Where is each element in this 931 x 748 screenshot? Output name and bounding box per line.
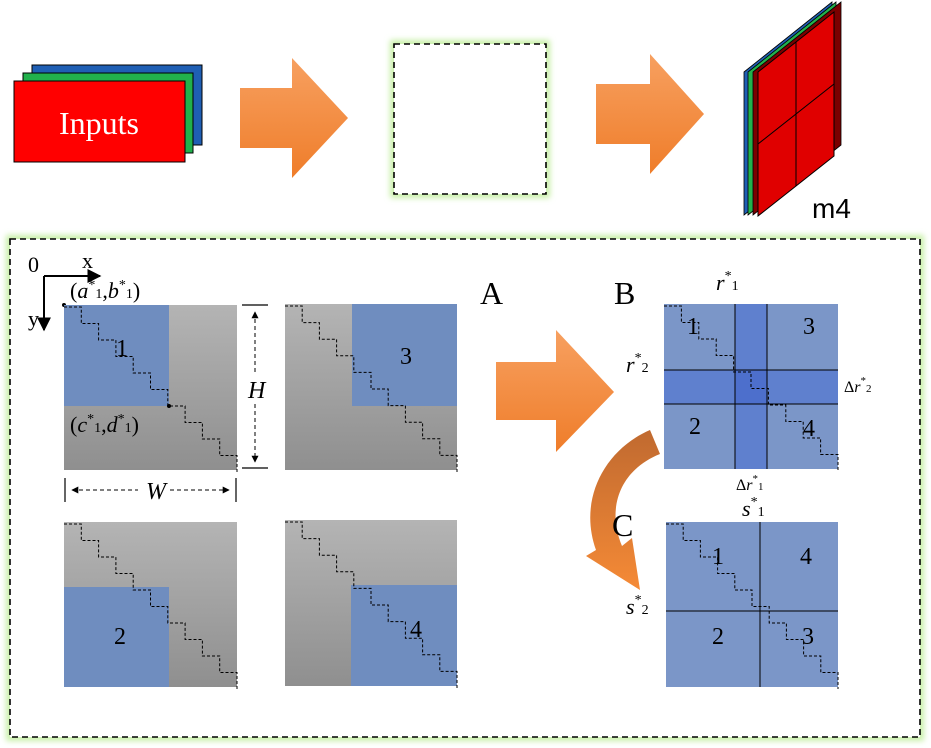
point-2-marker	[167, 404, 171, 408]
r2-label: r*2	[626, 351, 649, 377]
input-card-red	[13, 80, 186, 163]
stair-diagonal	[285, 305, 458, 472]
output-cube: m4	[743, 1, 851, 224]
tile-1-number: 1	[116, 336, 128, 362]
merge-c-q2: 2	[712, 624, 724, 650]
tile-1: 1	[64, 305, 238, 472]
coordinate-axes: 0 x y	[28, 248, 102, 332]
arrow-right-3	[496, 330, 614, 452]
stair-diagonal	[285, 521, 458, 688]
step-b-label: B	[614, 275, 635, 311]
stair-diagonal	[666, 523, 839, 689]
merge-b-tile: 1 3 2 4	[664, 304, 839, 471]
point-1-label: (a*1,b*1)	[70, 278, 140, 303]
tile-3: 3	[285, 304, 458, 472]
stair-diagonal	[64, 306, 238, 472]
step-a-label: A	[480, 275, 503, 311]
stair-diagonal	[664, 305, 839, 471]
merge-b-q3: 3	[803, 314, 815, 340]
width-label: W	[146, 479, 168, 505]
r1-label: r*1	[716, 269, 739, 295]
point-2-label: (c*1,d*1)	[70, 412, 139, 437]
merge-b-q1: 1	[687, 314, 699, 340]
stair-diagonal	[64, 523, 238, 689]
merge-c-tile: 1 4 2 3	[666, 522, 839, 689]
curved-arrow-b-to-c	[586, 430, 660, 590]
empty-module-box	[390, 40, 550, 198]
s1-label: s*1	[742, 495, 765, 521]
input-stack: Inputs	[13, 64, 203, 163]
y-axis-label: y	[28, 306, 39, 331]
delta-r2-label: Δr*2	[844, 375, 872, 396]
tile-2: 2	[64, 522, 238, 689]
merge-b-q4: 4	[803, 416, 815, 442]
origin-label: 0	[28, 252, 39, 277]
inputs-label: Inputs	[59, 105, 139, 141]
height-dimension: H	[242, 304, 268, 469]
merge-c-q4: 4	[800, 544, 812, 570]
tile-3-number: 3	[400, 344, 412, 370]
tile-4: 4	[285, 520, 458, 688]
output-label: m4	[812, 193, 851, 224]
arrow-right-2	[596, 54, 704, 174]
width-dimension: W	[64, 478, 237, 505]
merge-b-q2: 2	[689, 414, 701, 440]
delta-r1-label: Δr*1	[736, 473, 764, 494]
arrow-right-1	[240, 58, 348, 178]
merge-c-q3: 3	[802, 624, 814, 650]
tile-4-number: 4	[410, 617, 422, 643]
tile-2-number: 2	[114, 624, 126, 650]
height-label: H	[247, 378, 267, 404]
s2-label: s*2	[626, 593, 649, 619]
step-c-label: C	[612, 507, 633, 543]
merge-c-q1: 1	[712, 544, 724, 570]
x-axis-label: x	[82, 248, 93, 273]
